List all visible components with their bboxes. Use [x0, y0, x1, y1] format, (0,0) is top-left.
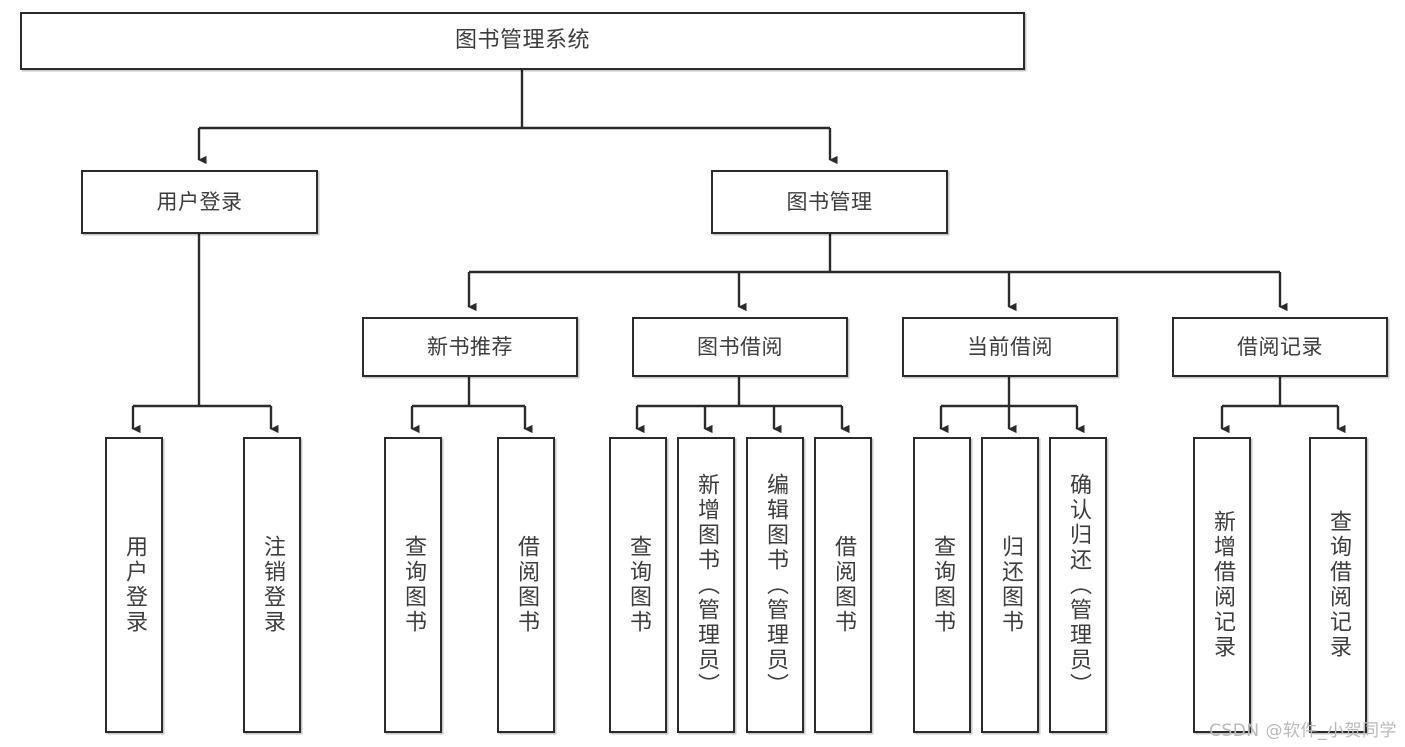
node-book-borrow[interactable]: 图书借阅 [632, 317, 848, 377]
node-leaf-logout-login[interactable]: 注销登录 [243, 437, 301, 733]
node-label: 确认归还（管理员） [1066, 472, 1091, 698]
node-label: 查询图书 [401, 535, 426, 635]
node-leaf-return-book[interactable]: 归还图书 [981, 437, 1039, 733]
node-leaf-borrow-book-2[interactable]: 借阅图书 [814, 437, 872, 733]
node-root-system[interactable]: 图书管理系统 [20, 12, 1025, 70]
node-leaf-borrow-book-1[interactable]: 借阅图书 [497, 437, 555, 733]
node-user-login[interactable]: 用户登录 [81, 170, 318, 234]
node-leaf-query-borrow-record[interactable]: 查询借阅记录 [1309, 437, 1367, 733]
node-leaf-add-book-admin[interactable]: 新增图书（管理员） [677, 437, 735, 733]
node-label: 查询借阅记录 [1326, 510, 1351, 660]
node-label: 图书借阅 [697, 334, 783, 359]
node-label: 用户登录 [122, 535, 147, 635]
node-label: 图书管理 [786, 189, 873, 214]
node-new-book-recommend[interactable]: 新书推荐 [362, 317, 578, 377]
node-current-borrow[interactable]: 当前借阅 [902, 317, 1118, 377]
node-label: 当前借阅 [967, 334, 1053, 359]
node-label: 查询图书 [626, 535, 651, 635]
node-label: 归还图书 [998, 535, 1023, 635]
node-label: 查询图书 [930, 535, 955, 635]
node-leaf-query-book-1[interactable]: 查询图书 [384, 437, 442, 733]
csdn-watermark: CSDN @软件_小贺同学 [1209, 721, 1397, 741]
node-label: 新增借阅记录 [1210, 510, 1235, 660]
node-label: 新书推荐 [427, 334, 513, 359]
node-borrow-record[interactable]: 借阅记录 [1172, 317, 1388, 377]
node-leaf-query-book-3[interactable]: 查询图书 [913, 437, 971, 733]
node-label: 编辑图书（管理员） [763, 472, 788, 698]
node-label: 注销登录 [260, 535, 285, 635]
node-leaf-user-login[interactable]: 用户登录 [105, 437, 163, 733]
node-label: 图书管理系统 [454, 28, 590, 54]
node-label: 借阅图书 [831, 535, 856, 635]
node-leaf-confirm-return-admin[interactable]: 确认归还（管理员） [1049, 437, 1107, 733]
node-label: 新增图书（管理员） [694, 472, 719, 698]
node-book-management[interactable]: 图书管理 [711, 170, 948, 234]
node-leaf-edit-book-admin[interactable]: 编辑图书（管理员） [746, 437, 804, 733]
node-leaf-query-book-2[interactable]: 查询图书 [609, 437, 667, 733]
node-label: 用户登录 [156, 189, 243, 214]
node-label: 借阅图书 [514, 535, 539, 635]
node-label: 借阅记录 [1237, 334, 1323, 359]
node-leaf-add-borrow-record[interactable]: 新增借阅记录 [1193, 437, 1251, 733]
